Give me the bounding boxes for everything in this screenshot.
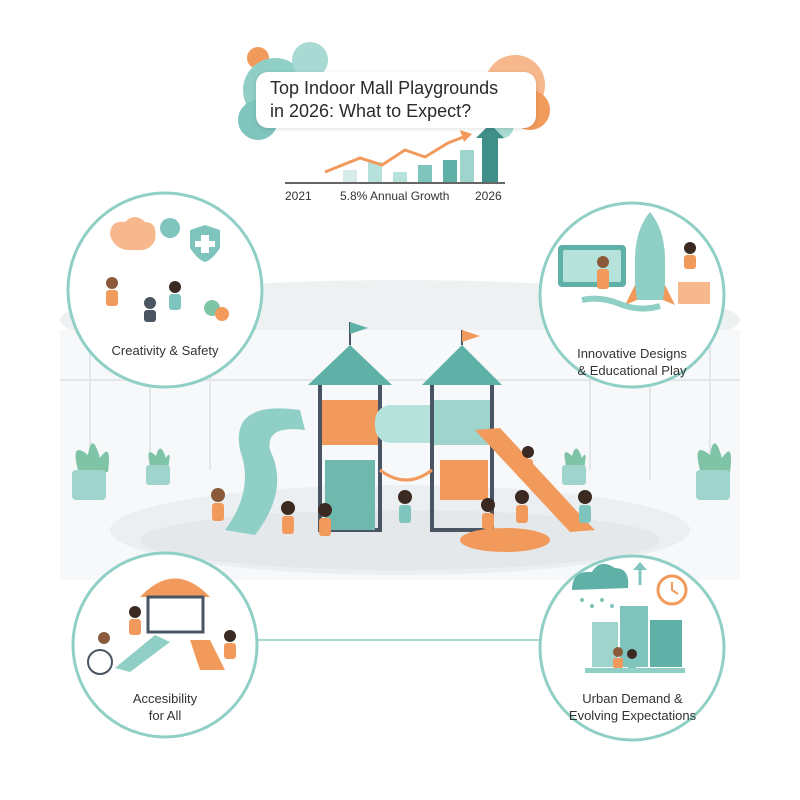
feature-circle-top-right — [538, 201, 726, 389]
cloud-icon — [572, 563, 629, 590]
feature-label-urban: Urban Demand & Evolving Expectations — [545, 690, 720, 724]
feature-label-innovative-line2: & Educational Play — [577, 363, 687, 378]
canopy-icon — [140, 578, 210, 597]
plant-small-right-icon — [562, 448, 586, 485]
plant-right-icon — [696, 443, 731, 500]
growth-chart — [285, 124, 505, 184]
growth-end-year: 2026 — [475, 189, 502, 203]
playground-structure — [225, 322, 595, 552]
feature-label-accessibility-line1: Accesibility — [132, 691, 198, 706]
feature-circle-bottom-right — [538, 554, 726, 742]
growth-start-year: 2021 — [285, 189, 312, 203]
feature-label-urban-line1: Urban Demand & — [582, 691, 683, 706]
feature-label-urban-line2: Evolving Expectations — [568, 708, 697, 723]
feature-label-accessibility-line2: for All — [148, 708, 182, 723]
wheelchair-icon — [87, 649, 113, 675]
title-card: Top Indoor Mall Playgrounds in 2026: Wha… — [256, 72, 536, 128]
feature-label-innovative: Innovative Designs & Educational Play — [552, 345, 712, 379]
growth-rate-label: 5.8% Annual Growth — [340, 189, 450, 203]
ramp-icon — [115, 635, 170, 672]
title-line-1: Top Indoor Mall Playgrounds — [270, 78, 499, 98]
feature-label-creativity: Creativity & Safety — [111, 343, 219, 358]
plant-small-left-icon — [146, 448, 170, 485]
page-title: Top Indoor Mall Playgrounds in 2026: Wha… — [270, 77, 498, 123]
feature-label-accessibility: Accesibility for All — [85, 690, 245, 724]
title-line-2: in 2026: What to Expect? — [270, 101, 472, 121]
plant-left-icon — [72, 443, 109, 500]
book-icon — [678, 282, 710, 304]
brain-icon — [110, 217, 156, 251]
feature-label-innovative-line1: Innovative Designs — [577, 346, 687, 361]
gear-icon — [160, 218, 180, 238]
feature-circle-bottom-left — [71, 551, 259, 739]
rocket-icon — [635, 212, 665, 300]
children-figures — [211, 446, 592, 536]
feature-circle-top-left — [66, 191, 264, 389]
